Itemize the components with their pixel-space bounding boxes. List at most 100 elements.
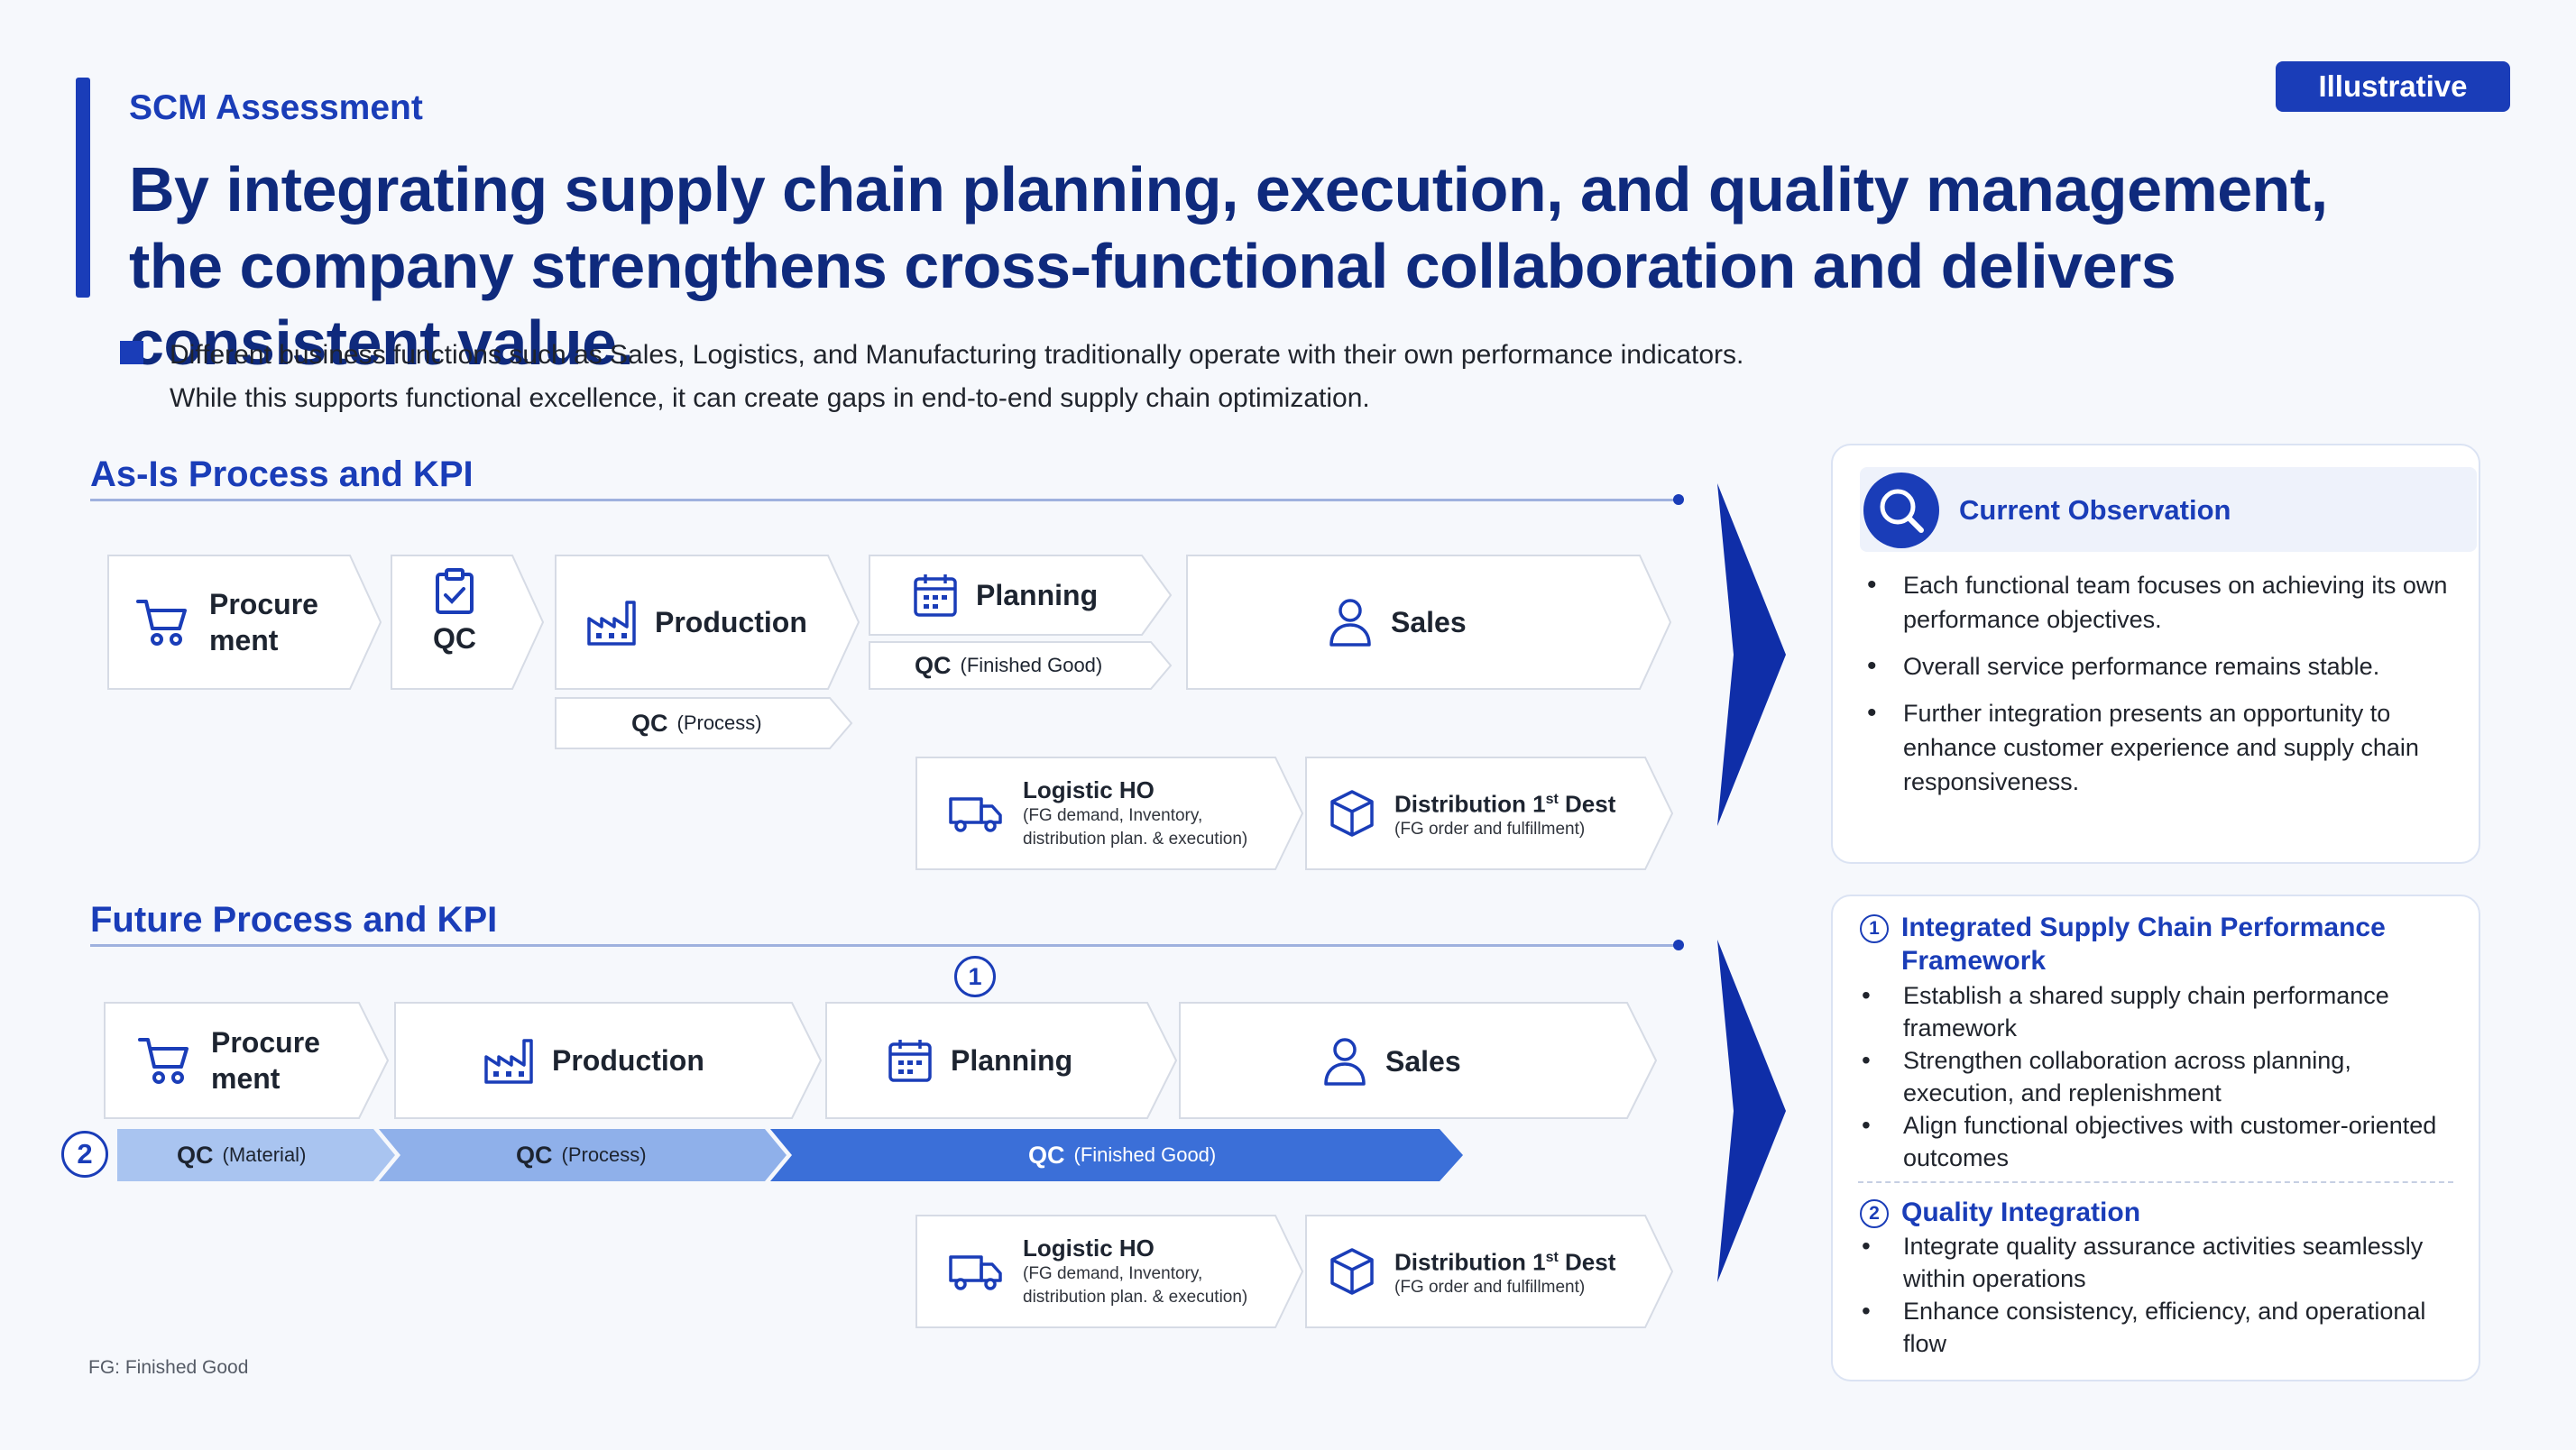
future-sales: Sales bbox=[1322, 1033, 1461, 1089]
future-dist-sub: (FG order and fulfillment) bbox=[1394, 1278, 1586, 1298]
future-production: Production bbox=[483, 1028, 704, 1093]
accent-bar bbox=[76, 78, 90, 298]
cart-icon bbox=[137, 1034, 193, 1087]
box-icon bbox=[1329, 789, 1375, 838]
future-marker-1: 1 bbox=[954, 956, 996, 997]
future-dist-title-b: Dest bbox=[1558, 1248, 1616, 1276]
future-logistic: Logistic HO (FG demand, Inventory, distr… bbox=[949, 1230, 1247, 1313]
future-qc-material-label: QC bbox=[177, 1142, 214, 1169]
asis-qc-process-shape bbox=[555, 697, 853, 749]
framework-num-2: 2 bbox=[1860, 1199, 1889, 1228]
asis-sales-label: Sales bbox=[1391, 606, 1467, 638]
asis-procurement-l2: ment bbox=[209, 624, 279, 656]
factory-icon bbox=[586, 597, 637, 647]
future-qc-material: QC (Material) bbox=[177, 1140, 306, 1170]
observation-item: Further integration presents an opportun… bbox=[1867, 696, 2462, 799]
future-qc-material-note: (Material) bbox=[222, 1143, 307, 1166]
future-sales-shape bbox=[1179, 1002, 1658, 1119]
asis-procurement-l1: Procure bbox=[209, 588, 318, 620]
future-rule-dot bbox=[1673, 940, 1684, 950]
future-logistic-title: Logistic HO bbox=[1023, 1234, 1155, 1262]
footnote: FG: Finished Good bbox=[88, 1357, 249, 1378]
future-production-shape bbox=[394, 1002, 823, 1119]
future-dist-title-a: Distribution 1 bbox=[1394, 1248, 1546, 1276]
future-qc-process-label: QC bbox=[516, 1142, 553, 1169]
intro-line-2: While this supports functional excellenc… bbox=[170, 383, 1370, 413]
intro-bullet bbox=[120, 341, 143, 364]
calendar-icon bbox=[913, 573, 958, 618]
framework-item: Align functional objectives with custome… bbox=[1862, 1109, 2448, 1174]
framework-title-1: Integrated Supply Chain Performance Fram… bbox=[1901, 913, 2386, 976]
asis-dist-title-b: Dest bbox=[1558, 790, 1616, 818]
future-qc-process-note: (Process) bbox=[561, 1143, 647, 1166]
asis-logistic: Logistic HO (FG demand, Inventory, distr… bbox=[949, 772, 1247, 855]
future-section-title: Future Process and KPI bbox=[90, 900, 498, 940]
asis-sales-shape bbox=[1186, 555, 1672, 690]
framework-divider bbox=[1858, 1181, 2453, 1183]
framework-item: Integrate quality assurance activities s… bbox=[1862, 1230, 2448, 1295]
asis-logistic-title: Logistic HO bbox=[1023, 776, 1155, 803]
asis-rule bbox=[90, 499, 1679, 501]
section-label: SCM Assessment bbox=[129, 88, 423, 127]
framework-item: Establish a shared supply chain performa… bbox=[1862, 979, 2448, 1044]
asis-production-label: Production bbox=[655, 606, 807, 638]
asis-logistic-sub2: distribution plan. & execution) bbox=[1023, 830, 1248, 849]
future-distribution-shape bbox=[1305, 1215, 1674, 1328]
observation-list: Each functional team focuses on achievin… bbox=[1867, 568, 2462, 812]
future-logistic-sub2: distribution plan. & execution) bbox=[1023, 1288, 1248, 1307]
framework-num-1: 1 bbox=[1860, 914, 1889, 943]
asis-big-arrow bbox=[1717, 483, 1786, 826]
future-qc-fg-note: (Finished Good) bbox=[1073, 1143, 1217, 1166]
asis-procurement-shape bbox=[107, 555, 382, 690]
clipboard-check-icon bbox=[434, 568, 475, 615]
cart-icon bbox=[135, 596, 191, 648]
asis-planning-label: Planning bbox=[976, 579, 1099, 611]
asis-qc-process-label: QC bbox=[631, 710, 668, 737]
asis-section-title: As-Is Process and KPI bbox=[90, 454, 474, 494]
asis-distribution-shape bbox=[1305, 757, 1674, 870]
page-title: By integrating supply chain planning, ex… bbox=[129, 154, 2328, 378]
intro-line-1: Different business functions such as Sal… bbox=[170, 340, 1744, 370]
future-procurement-shape bbox=[104, 1002, 390, 1119]
asis-qc-fg-note: (Finished Good) bbox=[960, 654, 1103, 676]
person-icon bbox=[1322, 1036, 1367, 1087]
asis-production-shape bbox=[555, 555, 860, 690]
asis-qc-shape bbox=[391, 555, 545, 690]
truck-icon bbox=[949, 1252, 1003, 1291]
asis-qc-fg-label: QC bbox=[915, 652, 952, 679]
asis-qc-fg-shape bbox=[869, 641, 1173, 690]
observation-item: Overall service performance remains stab… bbox=[1867, 649, 2462, 684]
asis-logistic-shape bbox=[915, 757, 1304, 870]
future-qc-process: QC (Process) bbox=[516, 1140, 647, 1170]
framework-list-2: Integrate quality assurance activities s… bbox=[1862, 1230, 2448, 1360]
asis-sales: Sales bbox=[1328, 593, 1467, 651]
calendar-icon bbox=[888, 1038, 933, 1083]
asis-planning: Planning bbox=[913, 568, 1098, 622]
asis-qc-process: QC (Process) bbox=[631, 707, 762, 739]
framework-item: Strengthen collaboration across planning… bbox=[1862, 1044, 2448, 1109]
illustrative-badge: Illustrative bbox=[2276, 61, 2510, 112]
qc-band bbox=[117, 1129, 1463, 1181]
future-planning-label: Planning bbox=[951, 1044, 1073, 1077]
future-procurement-l2: ment bbox=[211, 1062, 281, 1095]
asis-qc-process-note: (Process) bbox=[676, 711, 762, 734]
asis-dist-sub: (FG order and fulfillment) bbox=[1394, 820, 1586, 840]
framework-list-1: Establish a shared supply chain performa… bbox=[1862, 979, 2448, 1174]
asis-dist-title-sup: st bbox=[1545, 791, 1559, 807]
framework-item: Enhance consistency, efficiency, and ope… bbox=[1862, 1295, 2448, 1360]
asis-procurement: Procure ment bbox=[135, 581, 318, 664]
asis-qc: QC bbox=[433, 568, 476, 656]
future-planning: Planning bbox=[888, 1033, 1072, 1088]
future-marker-2: 2 bbox=[61, 1131, 108, 1178]
asis-logistic-sub1: (FG demand, Inventory, bbox=[1023, 806, 1203, 825]
observation-item: Each functional team focuses on achievin… bbox=[1867, 568, 2462, 637]
future-qc-fg-label: QC bbox=[1028, 1142, 1065, 1169]
observation-panel: Current Observation Each functional team… bbox=[1831, 444, 2480, 864]
future-logistic-sub1: (FG demand, Inventory, bbox=[1023, 1264, 1203, 1283]
asis-qc-fg: QC (Finished Good) bbox=[915, 649, 1102, 682]
framework-panel: 1 Integrated Supply Chain Performance Fr… bbox=[1831, 895, 2480, 1381]
future-sales-label: Sales bbox=[1385, 1045, 1461, 1078]
future-planning-shape bbox=[825, 1002, 1178, 1119]
search-icon bbox=[1863, 473, 1939, 548]
future-qc-fg: QC (Finished Good) bbox=[1028, 1140, 1216, 1170]
